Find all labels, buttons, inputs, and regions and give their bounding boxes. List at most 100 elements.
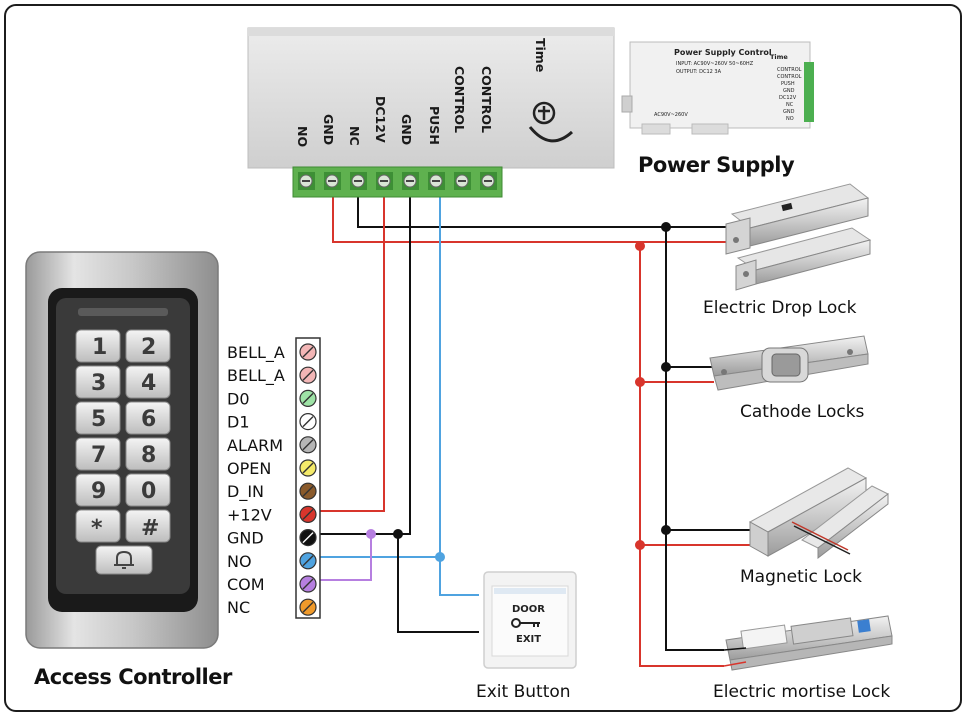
controller-terminal: GND bbox=[227, 529, 317, 548]
wire-gnd-exit bbox=[397, 534, 479, 633]
ps-photo-terminal: CONTROL bbox=[777, 67, 802, 73]
ps-terminal-label: GND bbox=[321, 114, 336, 145]
terminal-strip bbox=[295, 337, 321, 619]
junction-dot bbox=[635, 540, 645, 550]
magnetic-lock-title: Magnetic Lock bbox=[740, 567, 862, 587]
controller-terminal: BELL_A bbox=[227, 366, 317, 386]
key-label: 8 bbox=[141, 443, 156, 468]
junction-dot bbox=[661, 362, 671, 372]
junction-dot bbox=[661, 222, 671, 232]
controller-terminal-label: COM bbox=[227, 575, 265, 594]
mortise-lock-title: Electric mortise Lock bbox=[713, 682, 890, 702]
controller-terminal: +12V bbox=[227, 505, 317, 524]
exit-button-door-text: DOOR bbox=[512, 604, 545, 615]
keypad-keys: 1 2 3 4 5 6 7 8 9 0 * # bbox=[75, 329, 171, 575]
key-label: 5 bbox=[91, 407, 106, 432]
terminal-screw-slot bbox=[302, 346, 314, 358]
terminal-screw-slot bbox=[302, 416, 314, 428]
terminal-screw-slot bbox=[302, 601, 314, 613]
ps-terminal-label: DC12V bbox=[373, 96, 388, 143]
ps-photo-terminal: GND bbox=[783, 109, 795, 115]
wire-black-bus bbox=[665, 227, 724, 651]
access-controller-title: Access Controller bbox=[34, 665, 233, 689]
controller-terminal: D0 bbox=[227, 389, 317, 408]
ps-screw-terminals bbox=[298, 172, 497, 190]
ps-photo-side: AC90V~260V bbox=[654, 112, 688, 118]
controller-terminal: NO bbox=[227, 552, 317, 571]
key-label: 1 bbox=[92, 335, 107, 360]
ps-photo-terminal: NC bbox=[786, 102, 794, 108]
controller-terminal: D_IN bbox=[227, 482, 317, 502]
terminal-screw-slot bbox=[302, 532, 314, 544]
controller-terminal: D1 bbox=[227, 413, 317, 432]
controller-terminal-label: OPEN bbox=[227, 459, 271, 478]
terminal-screw-slot bbox=[302, 578, 314, 590]
wire-ps-dc12v bbox=[319, 185, 385, 512]
key-7: 7 bbox=[75, 437, 121, 471]
exit-button-device: DOOR EXIT bbox=[483, 571, 577, 669]
ps-terminal-label: GND bbox=[399, 114, 414, 145]
key-label: 4 bbox=[141, 371, 156, 396]
key-1: 1 bbox=[75, 329, 121, 363]
ps-terminal-label: PUSH bbox=[427, 106, 442, 145]
controller-terminal: COM bbox=[227, 575, 317, 594]
exit-button-exit-text: EXIT bbox=[516, 634, 541, 645]
power-supply-photo: Power Supply Control Time INPUT: AC90V~2… bbox=[621, 41, 814, 135]
ps-photo-terminal: CONTROL bbox=[777, 74, 802, 80]
wire-ps-gnd bbox=[319, 185, 411, 535]
key-label: 3 bbox=[91, 371, 106, 396]
key-2: 2 bbox=[125, 329, 171, 363]
key-5: 5 bbox=[75, 401, 121, 435]
brand-logo-icon bbox=[528, 101, 574, 143]
ps-photo-output: OUTPUT: DC12 3A bbox=[676, 69, 722, 75]
power-supply-unit: Time NO GND NC DC12V GND PUSH CONTROL CO… bbox=[247, 27, 615, 198]
junction-dot bbox=[661, 525, 671, 535]
terminal-screw-slot bbox=[302, 508, 314, 520]
ps-terminal-label: CONTROL bbox=[452, 66, 467, 133]
ps-photo-brand: Time bbox=[770, 53, 788, 61]
terminal-screw-slot bbox=[302, 555, 314, 567]
ps-photo-input: INPUT: AC90V~260V 50~60HZ bbox=[676, 61, 754, 67]
ps-brand: Time bbox=[533, 38, 548, 72]
bell-icon bbox=[114, 550, 134, 569]
key-8: 8 bbox=[125, 437, 171, 471]
key-6: 6 bbox=[125, 401, 171, 435]
controller-terminal: ALARM bbox=[227, 436, 317, 455]
terminal-screw-slot bbox=[302, 439, 314, 451]
key-9: 9 bbox=[75, 473, 121, 507]
wire-ctrl-com bbox=[319, 534, 372, 581]
ps-terminal-label: NO bbox=[295, 126, 310, 147]
controller-terminal-label: NO bbox=[227, 552, 252, 571]
keypad-device bbox=[25, 251, 219, 649]
terminal-screw-slot bbox=[302, 392, 314, 404]
mortise-lock-device bbox=[723, 615, 893, 671]
key-star: * bbox=[75, 509, 121, 543]
key-3: 3 bbox=[75, 365, 121, 399]
key-label: 0 bbox=[141, 479, 156, 504]
ps-photo-terminal: DC12V bbox=[779, 95, 797, 101]
controller-terminal-label: BELL_A bbox=[227, 343, 285, 363]
ps-photo-terminal: PUSH bbox=[781, 81, 795, 87]
terminal-screw-slot bbox=[302, 462, 314, 474]
key-label: 2 bbox=[141, 335, 156, 360]
controller-terminal-label: NC bbox=[227, 598, 250, 617]
key-hash: # bbox=[125, 509, 171, 543]
bell-key bbox=[95, 545, 153, 575]
key-label: * bbox=[91, 516, 103, 541]
cathode-lock-device bbox=[709, 335, 869, 391]
diagram-frame: Time NO GND NC DC12V GND PUSH CONTROL CO… bbox=[4, 4, 962, 712]
wiring-diagram: Time NO GND NC DC12V GND PUSH CONTROL CO… bbox=[25, 27, 893, 702]
drop-lock-device bbox=[725, 183, 872, 291]
terminal-screw-slot bbox=[302, 369, 314, 381]
controller-terminal-label: D_IN bbox=[227, 482, 264, 502]
exit-button-title: Exit Button bbox=[476, 682, 571, 702]
key-icon bbox=[511, 618, 540, 628]
ps-terminal-label: NC bbox=[347, 126, 362, 146]
drop-lock-title: Electric Drop Lock bbox=[703, 298, 857, 318]
controller-terminal: NC bbox=[227, 598, 317, 617]
key-label: 6 bbox=[141, 407, 156, 432]
controller-terminal: OPEN bbox=[227, 459, 317, 478]
controller-terminal-label: GND bbox=[227, 529, 264, 548]
wire-ps-push bbox=[439, 185, 479, 596]
